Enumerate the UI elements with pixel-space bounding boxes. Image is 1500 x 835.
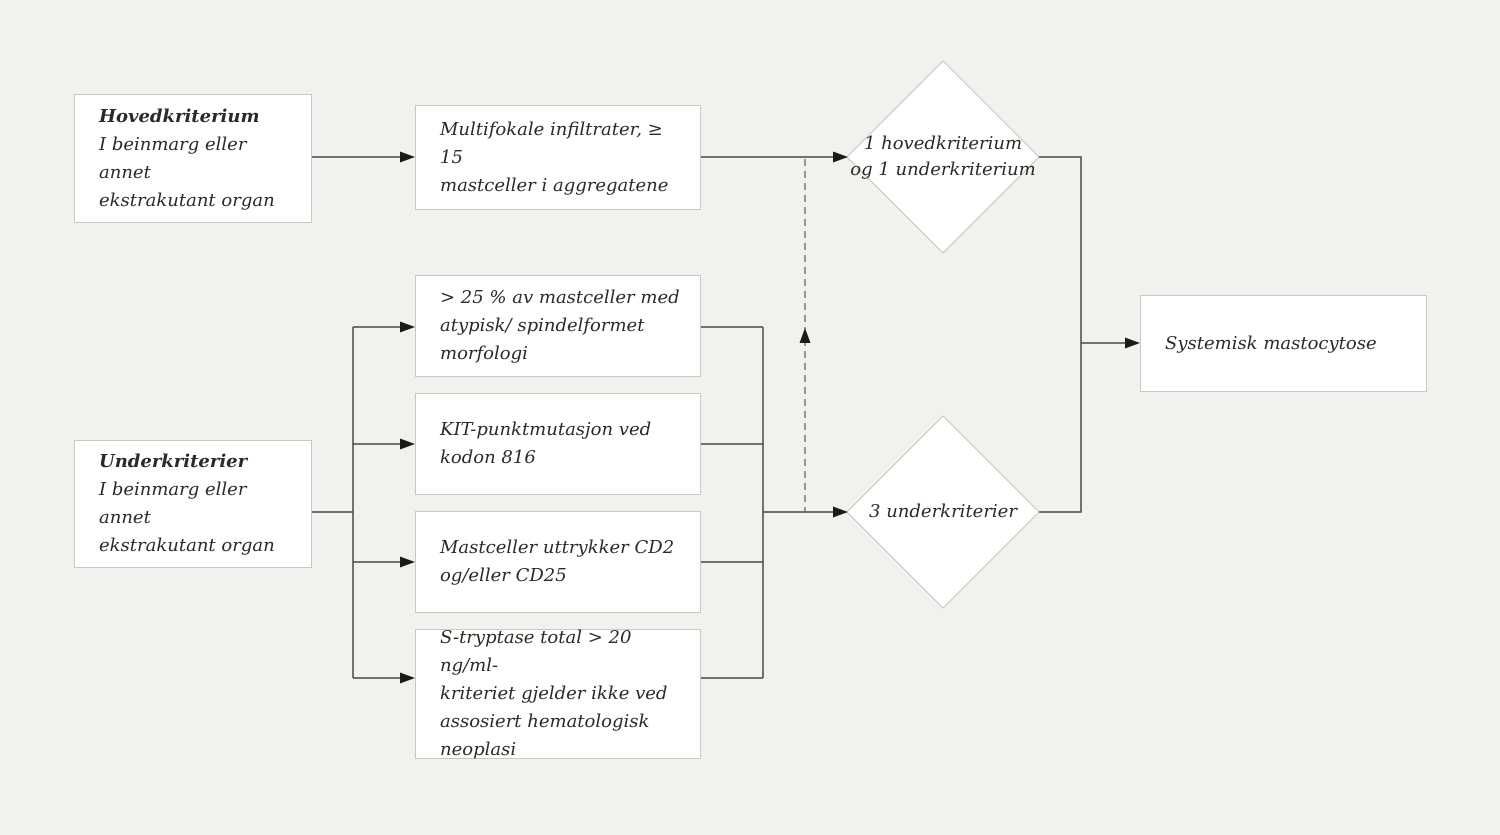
node-underkriterier-body: I beinmarg eller annet ekstrakutant orga… bbox=[99, 479, 275, 556]
node-underkriterium-cd2-cd25: Mastceller uttrykker CD2 og/eller CD25 bbox=[415, 511, 701, 613]
line-decision-under-to-join bbox=[1039, 343, 1082, 513]
decision-hoved-diamond bbox=[846, 60, 1040, 254]
node-underkriterium-tryptase-text: S-tryptase total > 20 ng/ml- kriteriet g… bbox=[440, 627, 668, 760]
decision-under-label: 3 underkriterier bbox=[869, 501, 1017, 522]
node-underkriterium-kit-mutasjon-text: KIT-punktmutasjon ved kodon 816 bbox=[440, 419, 652, 468]
arrowhead-into-sub3 bbox=[400, 556, 415, 568]
arrowhead-into-multifokale bbox=[400, 151, 415, 163]
node-underkriterium-morfologi-text: > 25 % av mastceller med atypisk/ spinde… bbox=[440, 287, 680, 364]
node-underkriterium-cd2-cd25-text: Mastceller uttrykker CD2 og/eller CD25 bbox=[440, 537, 675, 586]
arrowhead-into-sub1 bbox=[400, 321, 415, 333]
node-underkriterium-kit-mutasjon: KIT-punktmutasjon ved kodon 816 bbox=[415, 393, 701, 495]
arrowhead-into-sub2 bbox=[400, 438, 415, 450]
node-underkriterier: Underkriterier I beinmarg eller annet ek… bbox=[74, 440, 312, 568]
arrowhead-into-decision-under bbox=[833, 506, 848, 518]
solid-connectors bbox=[312, 156, 1126, 679]
node-underkriterium-tryptase: S-tryptase total > 20 ng/ml- kriteriet g… bbox=[415, 627, 701, 760]
node-systemisk-mastocytose-text: Systemisk mastocytose bbox=[1165, 332, 1377, 354]
node-hovedkriterium-body: I beinmarg eller annet ekstrakutant orga… bbox=[99, 133, 275, 211]
node-multifokale-text: Multifokale infiltrater, ≥ 15 mastceller… bbox=[440, 118, 669, 196]
line-decision-hoved-to-join bbox=[1039, 156, 1082, 343]
decision-under-diamond bbox=[846, 415, 1040, 609]
arrowheads bbox=[400, 151, 1140, 684]
node-hovedkriterium: Hovedkriterium I beinmarg eller annet ek… bbox=[74, 94, 312, 223]
node-multifokale-infiltrater: Multifokale infiltrater, ≥ 15 mastceller… bbox=[415, 105, 701, 210]
node-hovedkriterium-title: Hovedkriterium bbox=[99, 105, 260, 127]
node-systemisk-mastocytose: Systemisk mastocytose bbox=[1140, 295, 1427, 392]
decision-hoved-label: 1 hovedkriterium og 1 underkriterium bbox=[850, 133, 1036, 180]
arrowhead-into-decision-hoved bbox=[833, 151, 848, 163]
arrowhead-into-sub4 bbox=[400, 672, 415, 684]
node-underkriterier-title: Underkriterier bbox=[99, 451, 248, 472]
arrowhead-dashed-up bbox=[799, 328, 811, 343]
arrowhead-into-result bbox=[1125, 337, 1140, 349]
node-underkriterium-morfologi: > 25 % av mastceller med atypisk/ spinde… bbox=[415, 275, 701, 377]
